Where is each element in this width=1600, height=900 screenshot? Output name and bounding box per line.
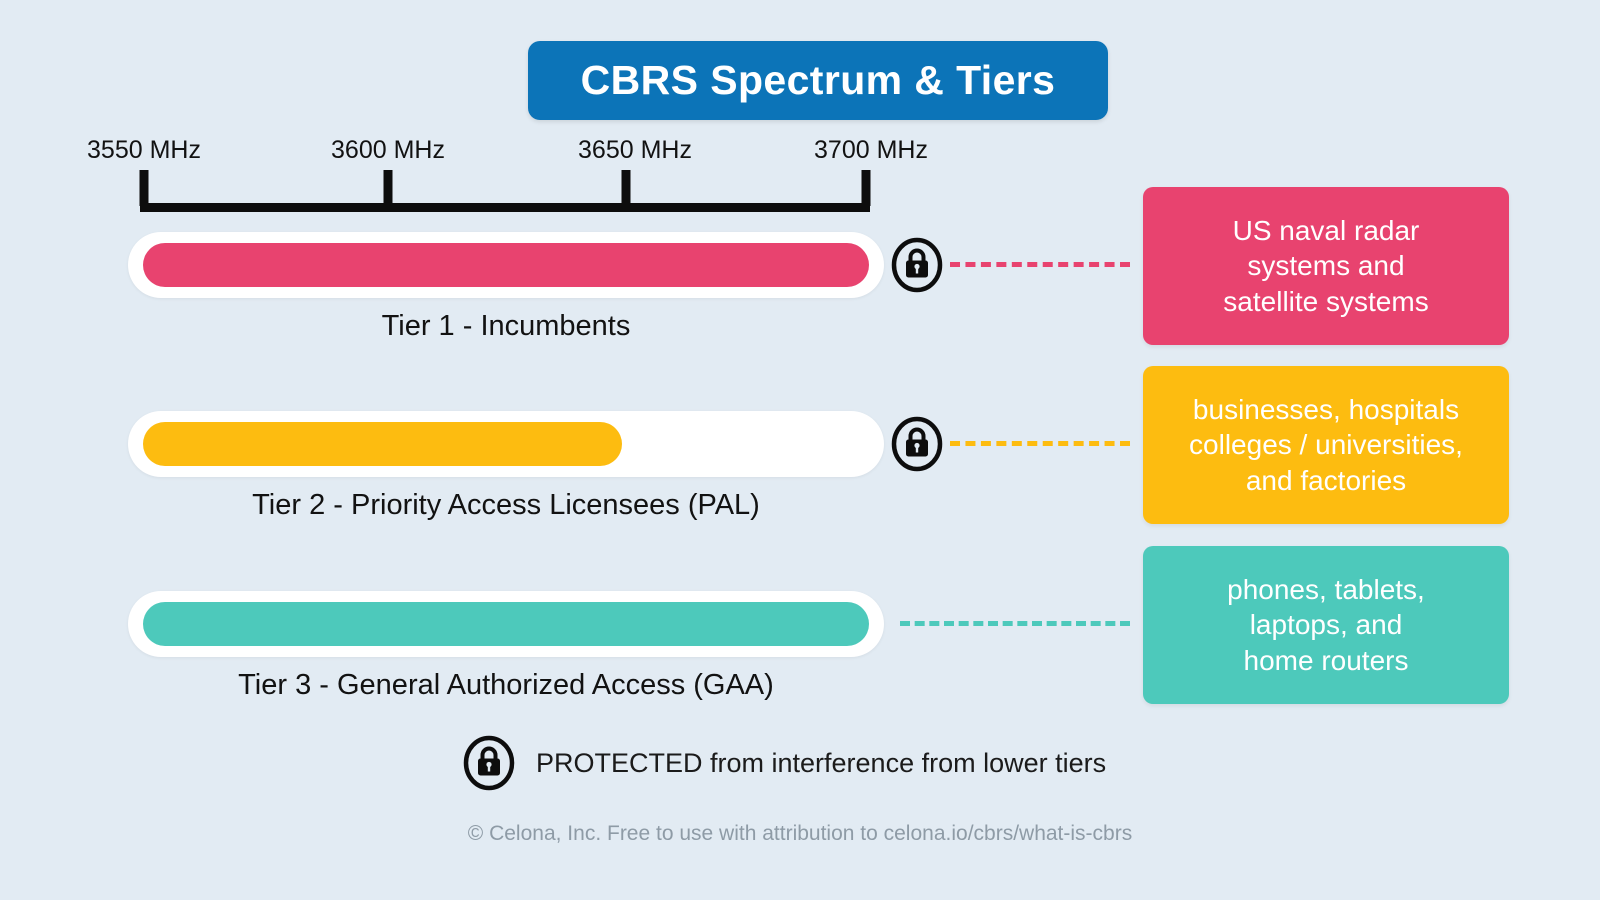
lock-icon — [891, 416, 943, 472]
legend-label: PROTECTED from interference from lower t… — [536, 747, 1107, 778]
tier-2-caption: Tier 2 - Priority Access Licensees (PAL) — [252, 489, 760, 521]
tier-row-2: Tier 2 - Priority Access Licensees (PAL) — [0, 411, 1600, 541]
tier-3-bar-track — [128, 591, 884, 657]
tier-3-connector — [900, 621, 1130, 626]
axis-baseline — [140, 203, 870, 212]
lock-icon — [463, 735, 515, 791]
axis-tick-label-3700: 3700 MHz — [814, 136, 928, 164]
tier-3-caption: Tier 3 - General Authorized Access (GAA) — [238, 669, 774, 701]
tier-row-3: Tier 3 - General Authorized Access (GAA) — [0, 591, 1600, 721]
tier-1-bar-track — [128, 232, 884, 298]
tier-1-bar-fill — [143, 243, 869, 287]
axis-tick-label-3650: 3650 MHz — [578, 136, 692, 164]
lock-icon — [891, 237, 943, 293]
tier-2-connector — [950, 441, 1130, 446]
spectrum-axis: 3550 MHz 3600 MHz 3650 MHz 3700 MHz — [87, 136, 928, 212]
axis-tick-label-3600: 3600 MHz — [331, 136, 445, 164]
page-title-banner: CBRS Spectrum & Tiers — [528, 41, 1108, 120]
tier-2-bar-track — [128, 411, 884, 477]
tier-row-1: Tier 1 - Incumbents — [0, 232, 1600, 362]
tier-1-connector — [950, 262, 1130, 267]
tier-1-caption: Tier 1 - Incumbents — [381, 310, 631, 342]
axis-tick-mark-3700 — [861, 170, 871, 206]
legend: PROTECTED from interference from lower t… — [463, 735, 1106, 791]
tier-2-bar-fill — [143, 422, 622, 466]
axis-tick-mark-3550 — [139, 170, 149, 206]
axis-tick-mark-3600 — [383, 170, 393, 206]
axis-tick-label-3550: 3550 MHz — [87, 136, 201, 164]
tier-3-bar-fill — [143, 602, 869, 646]
attribution-footer: © Celona, Inc. Free to use with attribut… — [467, 822, 1133, 845]
axis-tick-mark-3650 — [621, 170, 631, 206]
page-title: CBRS Spectrum & Tiers — [580, 57, 1056, 103]
